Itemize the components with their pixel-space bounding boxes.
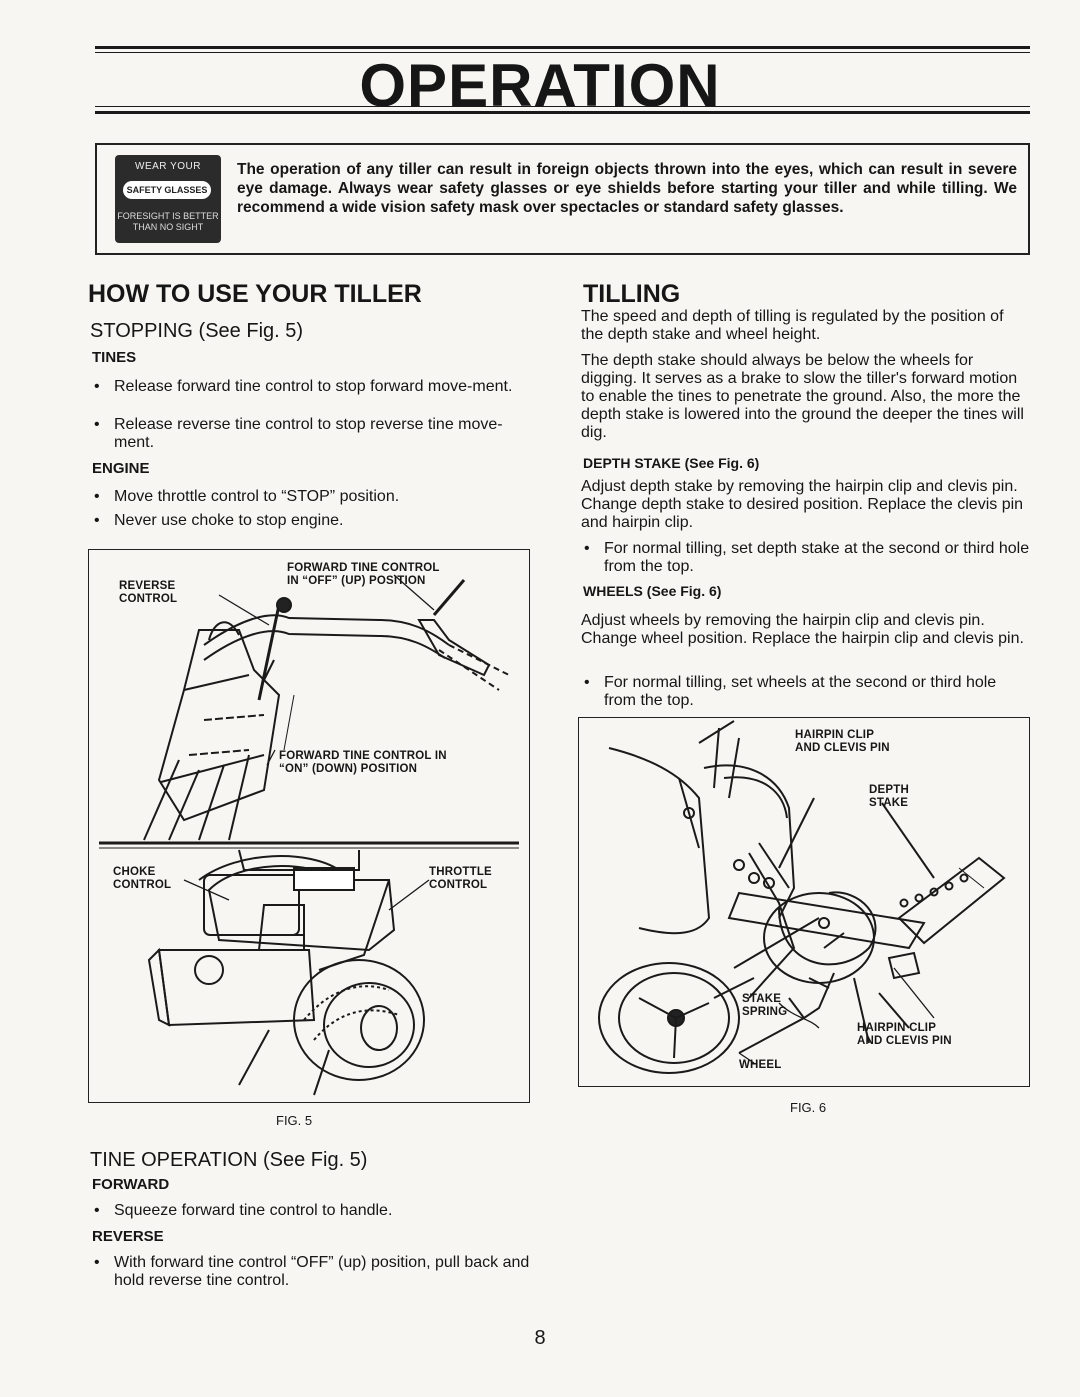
- bullet-dot: •: [94, 512, 100, 529]
- reverse-bullet: •With forward tine control “OFF” (up) po…: [94, 1254, 530, 1289]
- tines-label: TINES: [92, 349, 137, 366]
- tilling-para-2: The depth stake should always be below t…: [581, 352, 1024, 441]
- page-number: 8: [534, 1327, 546, 1349]
- safety-glasses-badge-icon: WEAR YOUR SAFETY GLASSES FORESIGHT IS BE…: [115, 155, 221, 243]
- bullet-dot: •: [94, 378, 100, 395]
- fig6-label-hairpin-top: HAIRPIN CLIP AND CLEVIS PIN: [795, 729, 890, 754]
- fig6-label-stake-spring: STAKE SPRING: [742, 993, 788, 1018]
- engine-label: ENGINE: [92, 460, 150, 477]
- bullet-dot: •: [94, 416, 100, 433]
- tilling-para-1: The speed and depth of tilling is regula…: [581, 308, 1004, 343]
- top-rule-2: [95, 52, 1030, 53]
- depth-stake-title: DEPTH STAKE (See Fig. 6): [583, 455, 760, 471]
- forward-label: FORWARD: [92, 1176, 170, 1193]
- fig5-label-throttle: THROTTLE CONTROL: [429, 866, 492, 891]
- depth-stake-bullet: •For normal tilling, set depth stake at …: [584, 540, 1030, 575]
- badge-line-1: WEAR YOUR: [135, 161, 201, 172]
- page-title: OPERATION: [359, 52, 721, 119]
- fig5-frame: FORWARD TINE CONTROL IN “OFF” (UP) POSIT…: [88, 549, 530, 1103]
- fig6-label-wheel: WHEEL: [739, 1059, 782, 1071]
- bullet-dot: •: [94, 1254, 100, 1271]
- bullet-dot: •: [584, 674, 590, 691]
- fig5-label-choke: CHOKE CONTROL: [113, 866, 172, 891]
- fig6-frame: HAIRPIN CLIP AND CLEVIS PIN DEPTH STAKE …: [578, 717, 1030, 1087]
- wheels-title: WHEELS (See Fig. 6): [583, 583, 722, 599]
- badge-line-3: FORESIGHT IS BETTER THAN NO SIGHT: [117, 211, 219, 232]
- engine-bullet-1: •Move throttle control to “STOP” positio…: [94, 488, 400, 505]
- depth-stake-para: Adjust depth stake by removing the hairp…: [581, 478, 1024, 531]
- tines-bullet-2: •Release reverse tine control to stop re…: [94, 416, 503, 451]
- fig5-label-forward-on: FORWARD TINE CONTROL IN “ON” (DOWN) POSI…: [279, 750, 447, 775]
- tine-operation-title: TINE OPERATION (See Fig. 5): [90, 1149, 368, 1171]
- fig6-label-depth-stake: DEPTH STAKE: [869, 784, 909, 809]
- how-to-use-heading: HOW TO USE YOUR TILLER: [88, 280, 422, 308]
- bullet-dot: •: [584, 540, 590, 557]
- tilling-heading: TILLING: [583, 280, 681, 308]
- fig5-label-reverse: REVERSE CONTROL: [119, 580, 178, 605]
- safety-warning-text: The operation of any tiller can result i…: [237, 161, 1017, 216]
- wheels-para: Adjust wheels by removing the hairpin cl…: [581, 612, 1024, 647]
- badge-line-2: SAFETY GLASSES: [123, 181, 211, 199]
- fig5-label-forward-off: FORWARD TINE CONTROL IN “OFF” (UP) POSIT…: [287, 562, 440, 587]
- wheels-bullet: •For normal tilling, set wheels at the s…: [584, 674, 997, 709]
- bullet-dot: •: [94, 1202, 100, 1219]
- tines-bullet-1: •Release forward tine control to stop fo…: [94, 378, 513, 395]
- fig5-caption: FIG. 5: [276, 1113, 313, 1128]
- safety-warning-box: WEAR YOUR SAFETY GLASSES FORESIGHT IS BE…: [95, 143, 1030, 255]
- top-rule-1: [95, 46, 1030, 49]
- reverse-label: REVERSE: [92, 1228, 164, 1245]
- depth-stake-wheel-illustration: [598, 720, 1006, 1074]
- fig6-label-hairpin-bottom: HAIRPIN CLIP AND CLEVIS PIN: [857, 1022, 952, 1047]
- bottom-rule-1: [95, 106, 1030, 107]
- forward-bullet: •Squeeze forward tine control to handle.: [94, 1202, 393, 1219]
- bottom-rule-2: [95, 111, 1030, 114]
- stopping-title: STOPPING (See Fig. 5): [90, 320, 304, 342]
- engine-bullet-2: •Never use choke to stop engine.: [94, 512, 344, 529]
- bullet-dot: •: [94, 488, 100, 505]
- tiller-handle-illustration: [99, 574, 519, 1096]
- fig6-caption: FIG. 6: [790, 1100, 827, 1115]
